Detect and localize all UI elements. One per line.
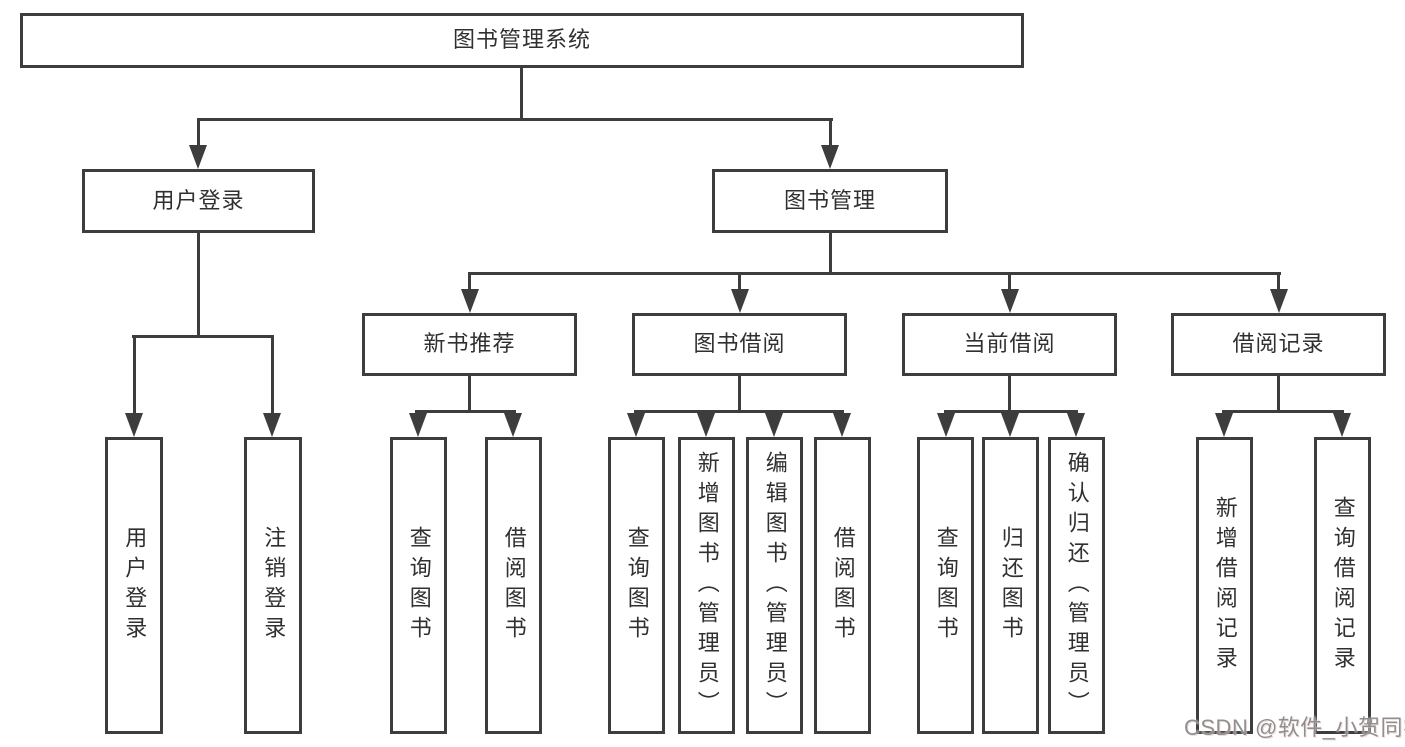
node-borrowing-query-books: 查询图书 <box>608 437 665 734</box>
connector-line <box>1008 376 1011 410</box>
arrow-down-icon <box>765 413 783 437</box>
arrow-down-icon <box>504 413 522 437</box>
node-newbook-query-books: 查询图书 <box>390 437 447 734</box>
connector-line <box>829 233 832 272</box>
node-current-return-books: 归还图书 <box>982 437 1039 734</box>
arrow-down-icon <box>1001 289 1019 313</box>
connector-line <box>468 376 471 410</box>
arrow-down-icon <box>1270 289 1288 313</box>
connector-line <box>271 335 274 415</box>
arrow-down-icon <box>833 413 851 437</box>
arrow-down-icon <box>821 145 839 169</box>
connector-line <box>1277 272 1280 292</box>
connector-line <box>132 335 274 338</box>
connector-line <box>468 272 471 292</box>
node-current-confirm-return-admin: 确认归还（管理员） <box>1048 437 1105 734</box>
connector-line <box>1222 410 1344 413</box>
arrow-down-icon <box>409 413 427 437</box>
arrow-down-icon <box>1333 413 1351 437</box>
arrow-down-icon <box>1067 413 1085 437</box>
csdn-watermark: CSDN @软件_小贺同学 <box>1184 715 1405 740</box>
node-new-book-recommendation: 新书推荐 <box>362 313 577 376</box>
arrow-down-icon <box>937 413 955 437</box>
arrow-down-icon <box>189 145 207 169</box>
node-current-borrowing: 当前借阅 <box>902 313 1117 376</box>
connector-line <box>738 376 741 410</box>
arrow-down-icon <box>125 413 143 437</box>
node-user-login-group: 用户登录 <box>82 169 315 233</box>
connector-line <box>197 233 200 335</box>
node-current-query-books: 查询图书 <box>917 437 974 734</box>
node-logout: 注销登录 <box>244 437 302 734</box>
connector-line <box>634 410 844 413</box>
node-user-login: 用户登录 <box>105 437 163 734</box>
connector-line <box>415 410 516 413</box>
arrow-down-icon <box>1001 413 1019 437</box>
node-borrowing-add-books-admin: 新增图书（管理员） <box>678 437 735 734</box>
node-borrowing-borrow-books: 借阅图书 <box>814 437 871 734</box>
connector-line <box>197 118 833 121</box>
connector-line <box>133 335 136 415</box>
arrow-down-icon <box>263 413 281 437</box>
node-records-query-borrow-record: 查询借阅记录 <box>1314 437 1371 734</box>
connector-line <box>520 68 523 118</box>
node-borrowing-edit-books-admin: 编辑图书（管理员） <box>746 437 803 734</box>
arrow-down-icon <box>697 413 715 437</box>
connector-line <box>738 272 741 292</box>
node-newbook-borrow-books: 借阅图书 <box>485 437 542 734</box>
arrow-down-icon <box>1215 413 1233 437</box>
node-borrowing-records: 借阅记录 <box>1171 313 1386 376</box>
connector-line <box>197 118 200 148</box>
arrow-down-icon <box>627 413 645 437</box>
connector-line <box>1008 272 1011 292</box>
node-book-borrowing: 图书借阅 <box>632 313 847 376</box>
node-library-management-system: 图书管理系统 <box>20 13 1024 68</box>
node-book-management: 图书管理 <box>712 169 948 233</box>
connector-line <box>829 118 832 148</box>
arrow-down-icon <box>461 289 479 313</box>
connector-line <box>468 272 1281 275</box>
arrow-down-icon <box>731 289 749 313</box>
connector-line <box>1277 376 1280 410</box>
node-records-add-borrow-record: 新增借阅记录 <box>1196 437 1253 734</box>
